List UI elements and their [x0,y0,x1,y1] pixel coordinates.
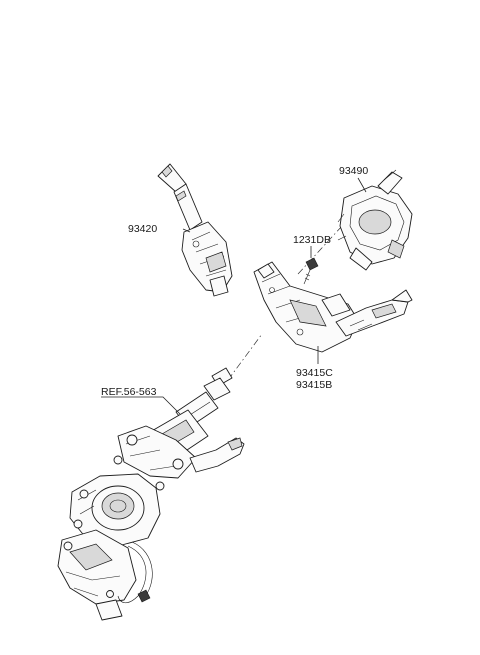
label-ref-56-563: REF.56-563 [101,386,157,398]
leader-93490 [357,177,367,193]
screw-1231DB [303,257,319,285]
label-93415B: 93415B [296,379,332,391]
label-93415C: 93415C [296,367,333,379]
steering-column [57,367,245,621]
label-93490: 93490 [339,165,368,177]
combination-switch-93415 [253,261,413,353]
leader-ref [101,396,181,415]
multifunction-switch-93420 [157,163,233,297]
assembly-axis-line [227,225,343,381]
clock-spring-93490 [337,169,413,271]
label-1231DB: 1231DB [293,234,331,246]
leader-93420 [182,228,191,233]
label-93420: 93420 [128,223,157,235]
